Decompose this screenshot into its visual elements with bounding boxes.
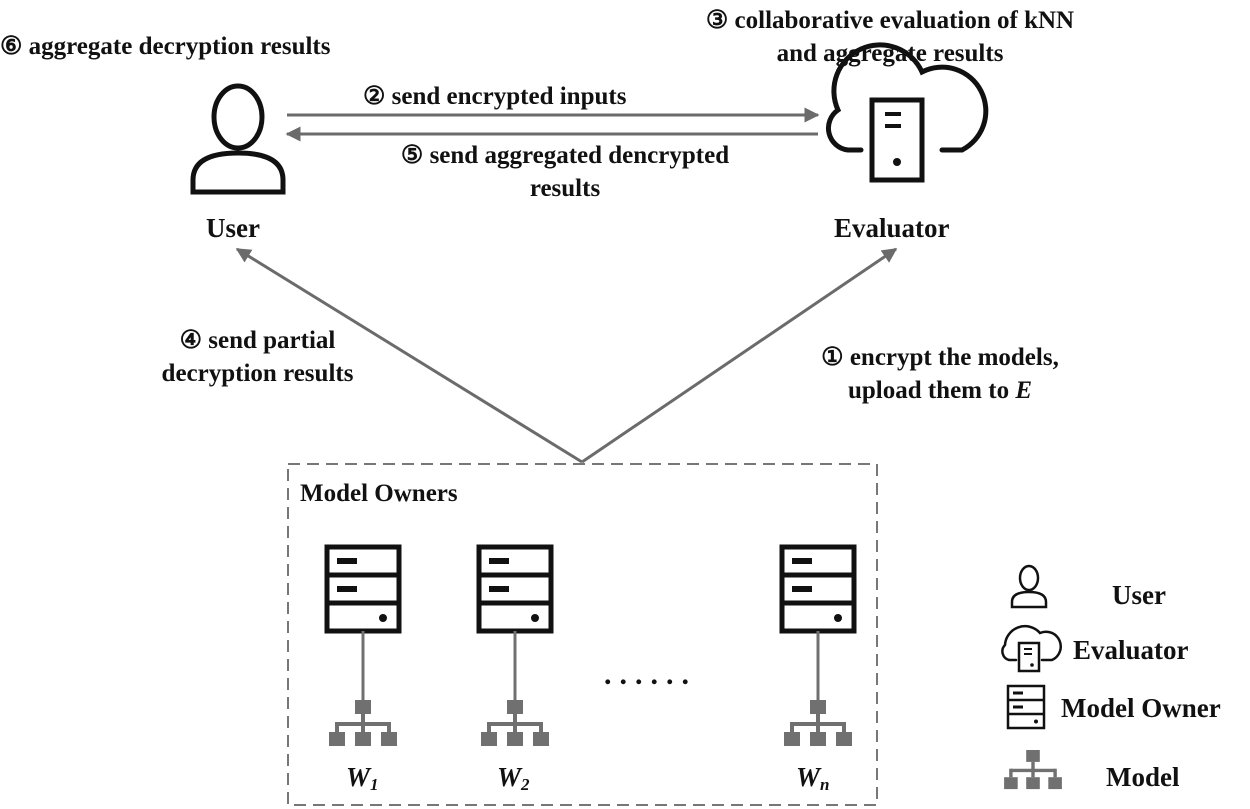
server-icon [782, 547, 854, 631]
step1-line2-prefix: upload them to [847, 377, 1016, 404]
user-icon [190, 83, 286, 195]
step1-line2-var: E [1015, 377, 1033, 404]
worker-label-1: W1 [346, 762, 379, 794]
legend-model-icon [1002, 748, 1064, 791]
model-owner-1 [327, 547, 399, 748]
model-owner-n [782, 547, 854, 748]
step3-label: ③ collaborative evaluation of kNN and ag… [645, 4, 1135, 70]
ellipsis: ...... [604, 658, 697, 691]
step3-line1: ③ collaborative evaluation of kNN [705, 7, 1075, 34]
model-owners-label: Model Owners [300, 480, 458, 507]
step1-line1: ① encrypt the models, [821, 344, 1059, 371]
worker-label-n: Wn [796, 762, 830, 794]
arrow-to-evaluator [581, 247, 898, 464]
model-owners-box [287, 463, 878, 806]
model-icon [782, 698, 854, 748]
legend-model-owner-label: Model Owner [1061, 693, 1221, 723]
legend-user-icon [1010, 564, 1048, 609]
step1-label: ① encrypt the models, upload them to E [755, 341, 1125, 407]
step5-line1: ⑤ send aggregated dencrypted [400, 142, 730, 169]
step4-line2: decryption results [161, 360, 354, 387]
server-icon [479, 547, 551, 631]
step5-label: ⑤ send aggregated dencrypted results [330, 139, 800, 205]
legend-cloud-icon [1001, 624, 1062, 673]
arrow-to-user [235, 247, 583, 464]
step1-line2: upload them to E [755, 374, 1125, 407]
step4-line1: ④ send partial [179, 327, 336, 354]
model-icon [479, 698, 551, 748]
legend-evaluator-label: Evaluator [1073, 635, 1189, 665]
user-label: User [206, 213, 260, 243]
worker-label-2: W2 [497, 762, 530, 794]
legend-user-label: User [1112, 580, 1166, 610]
model-owner-2 [479, 547, 551, 748]
evaluator-label: Evaluator [834, 213, 950, 243]
legend-model-label: Model [1106, 762, 1180, 792]
server-icon [327, 547, 399, 631]
model-icon [327, 698, 399, 748]
legend-server-icon [1006, 684, 1046, 730]
step3-line2: and aggregate results [776, 40, 1004, 67]
step5-line2: results [529, 175, 601, 202]
cloud-server-icon [826, 42, 989, 183]
step4-label: ④ send partial decryption results [120, 324, 395, 390]
step2-label: ② send encrypted inputs [363, 83, 627, 110]
step6-label: ⑥ aggregate decryption results [0, 33, 331, 60]
